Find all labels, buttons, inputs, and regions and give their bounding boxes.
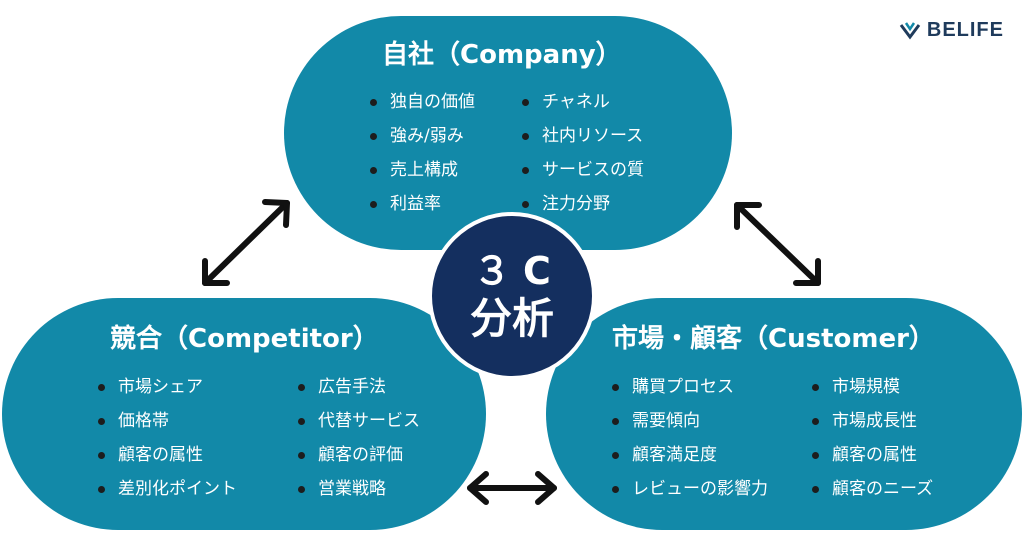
customer-items: 購買プロセス 需要傾向 顧客満足度 レビューの影響力 市場規模 市場成長性 顧客… (608, 370, 1008, 506)
double-arrow-competitor-customer (467, 471, 557, 505)
competitor-item: 市場シェア (94, 370, 294, 404)
company-item: 利益率 (366, 187, 518, 221)
company-item: 売上構成 (366, 153, 518, 187)
company-item: 独自の価値 (366, 85, 518, 119)
customer-item: 顧客のニーズ (808, 472, 933, 506)
company-oval: 自社（Company） 独自の価値 強み/弱み 売上構成 利益率 チャネル 社内… (284, 16, 732, 250)
competitor-title: 競合（Competitor） (110, 324, 379, 354)
double-arrow-company-customer (734, 202, 821, 286)
customer-item: 顧客の属性 (808, 438, 933, 472)
customer-list-right: 市場規模 市場成長性 顧客の属性 顧客のニーズ (808, 370, 933, 506)
competitor-items: 市場シェア 価格帯 顧客の属性 差別化ポイント 広告手法 代替サービス 顧客の評… (94, 370, 466, 506)
customer-oval: 市場・顧客（Customer） 購買プロセス 需要傾向 顧客満足度 レビューの影… (546, 298, 1022, 530)
customer-item: 市場規模 (808, 370, 933, 404)
competitor-item: 広告手法 (294, 370, 420, 404)
customer-title: 市場・顧客（Customer） (612, 324, 935, 354)
brand-logo: BELIFE (899, 16, 1004, 44)
brand-name: BELIFE (926, 18, 1004, 41)
center-label-analysis: 分析 (469, 294, 554, 343)
company-list-left: 独自の価値 強み/弱み 売上構成 利益率 (366, 85, 518, 221)
company-item: サービスの質 (518, 153, 644, 187)
company-item: 強み/弱み (366, 119, 518, 153)
center-label-3c: ３C (473, 249, 563, 293)
company-item: 社内リソース (518, 119, 644, 153)
competitor-item: 代替サービス (294, 404, 420, 438)
belife-logo-icon (899, 22, 921, 40)
competitor-list-left: 市場シェア 価格帯 顧客の属性 差別化ポイント (94, 370, 294, 506)
company-list-right: チャネル 社内リソース サービスの質 注力分野 (518, 85, 644, 221)
customer-item: 需要傾向 (608, 404, 808, 438)
customer-item: 購買プロセス (608, 370, 808, 404)
center-circle: ３C 分析 (428, 212, 596, 380)
competitor-list-right: 広告手法 代替サービス 顧客の評価 営業戦略 (294, 370, 420, 506)
competitor-oval: 競合（Competitor） 市場シェア 価格帯 顧客の属性 差別化ポイント 広… (2, 298, 486, 530)
double-arrow-company-competitor (202, 199, 290, 286)
company-item: チャネル (518, 85, 644, 119)
customer-list-left: 購買プロセス 需要傾向 顧客満足度 レビューの影響力 (608, 370, 808, 506)
company-items: 独自の価値 強み/弱み 売上構成 利益率 チャネル 社内リソース サービスの質 … (366, 85, 702, 221)
competitor-item: 差別化ポイント (94, 472, 294, 506)
company-title: 自社（Company） (382, 40, 622, 70)
customer-item: レビューの影響力 (608, 472, 808, 506)
competitor-item: 顧客の評価 (294, 438, 420, 472)
competitor-item: 営業戦略 (294, 472, 420, 506)
company-item: 注力分野 (518, 187, 644, 221)
competitor-item: 顧客の属性 (94, 438, 294, 472)
customer-item: 顧客満足度 (608, 438, 808, 472)
competitor-item: 価格帯 (94, 404, 294, 438)
customer-item: 市場成長性 (808, 404, 933, 438)
